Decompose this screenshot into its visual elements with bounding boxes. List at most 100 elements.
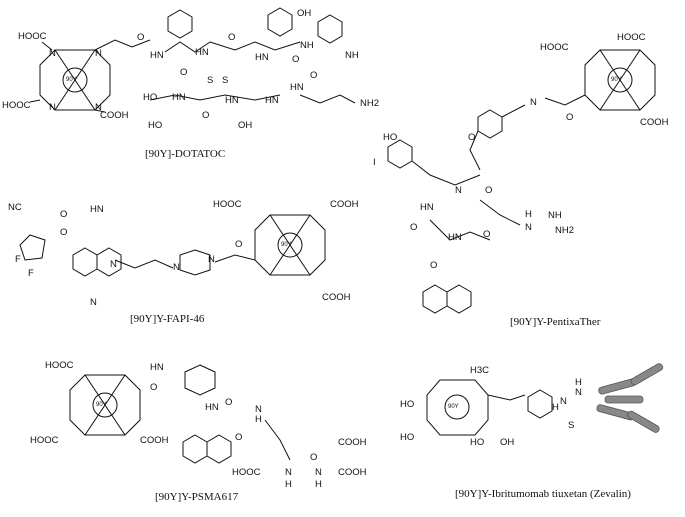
atom-o: O <box>292 54 299 65</box>
dota-cage-pentixather: 90Y <box>584 49 656 111</box>
atom-nh: NH <box>548 210 562 221</box>
benzyl-ring <box>477 109 503 139</box>
atom-i: I <box>373 157 376 168</box>
atom-n: N <box>455 185 462 196</box>
dota-cage-dotatoc: 90Y N N N N <box>39 48 111 113</box>
atom-n: N <box>208 254 215 265</box>
structure-psma617: 90Y HOOC HOOC COOH HN O HN O N H O HOOC … <box>30 360 367 503</box>
atom-o: O <box>310 70 317 81</box>
atom-o: O <box>410 222 417 233</box>
atom-o: O <box>137 32 144 43</box>
caption-fapi46: [90Y]Y-FAPI-46 <box>130 313 205 325</box>
naphthyl-ring <box>206 434 232 464</box>
structure-pentixather: 90Y HOOC HOOC COOH O N O HO I N O H N NH… <box>373 32 669 328</box>
indole-ring <box>317 14 343 44</box>
dota-cage-fapi46: 90Y <box>254 214 326 276</box>
antibody-icon <box>596 363 664 433</box>
atom-nh2: NH2 <box>555 225 574 236</box>
caption-dotatoc: [90Y]-DOTATOC <box>145 148 225 160</box>
atom-hooc: HOOC <box>232 467 261 478</box>
atom-n: N <box>315 467 322 478</box>
yttrium-label: 90Y <box>448 404 459 410</box>
yttrium-circle <box>277 232 303 258</box>
quinoline-ring <box>96 247 122 277</box>
atom-ho: HO <box>383 132 397 143</box>
atom-hooc: HOOC <box>2 100 31 111</box>
atom-cooh: COOH <box>338 437 367 448</box>
atom-ho: HO <box>148 120 162 131</box>
yttrium-circle <box>444 394 470 420</box>
atom-o: O <box>202 110 209 121</box>
quinoline-ring <box>72 247 98 277</box>
yttrium-label: 90Y <box>611 77 622 83</box>
phenyl-ring <box>167 9 193 39</box>
atom-n: N <box>285 467 292 478</box>
piperazine-ring <box>179 249 211 276</box>
atom-cooh: COOH <box>100 110 129 121</box>
atom-s: S <box>207 75 213 86</box>
phenyl-ring <box>527 389 553 419</box>
atom-nc: NC <box>8 202 22 213</box>
atom-hn: HN <box>172 92 186 103</box>
atom-cooh: COOH <box>640 117 669 128</box>
atom-hooc: HOOC <box>18 31 47 42</box>
atom-n: N <box>255 404 262 415</box>
atom-hooc: HOOC <box>30 435 59 446</box>
atom-hn: HN <box>290 82 304 93</box>
atom-hn: HN <box>205 402 219 413</box>
atom-hn: HN <box>420 202 434 213</box>
atom-h: H <box>525 209 532 220</box>
atom-f: F <box>28 268 34 279</box>
atom-n: N <box>49 48 56 59</box>
atom-ho: HO <box>400 432 414 443</box>
atom-o: O <box>235 239 242 250</box>
atom-h: H <box>255 414 262 425</box>
atom-n: N <box>110 259 117 270</box>
atom-ho: HO <box>143 92 157 103</box>
atom-hn: HN <box>150 50 164 61</box>
yttrium-circle <box>62 67 88 93</box>
atom-n: N <box>90 297 97 308</box>
atom-hooc: HOOC <box>213 199 242 210</box>
naphthyl-ring <box>422 284 448 314</box>
atom-o: O <box>228 32 235 43</box>
atom-hn: HN <box>195 47 209 58</box>
naphthyl-ring <box>182 434 208 464</box>
atom-ch3: H3C <box>470 365 489 376</box>
iodophenol-ring <box>387 139 413 169</box>
atom-n: N <box>525 222 532 233</box>
yttrium-label: 90Y <box>96 402 107 408</box>
atom-o: O <box>566 112 573 123</box>
atom-hn: HN <box>225 95 239 106</box>
dota-cage-zevalin: 90Y <box>426 379 489 436</box>
atom-h: H <box>552 402 559 413</box>
atom-hooc: HOOC <box>540 42 569 53</box>
atom-cooh: COOH <box>338 467 367 478</box>
caption-psma617: [90Y]Y-PSMA617 <box>155 491 239 503</box>
atom-n: N <box>95 48 102 59</box>
atom-oh: OH <box>297 8 311 19</box>
atom-ho: HO <box>470 437 484 448</box>
atom-hooc: HOOC <box>45 360 74 371</box>
structure-zevalin: 90Y H3C HO HO HO OH H N S H N [90Y]Y-Ibr… <box>400 363 664 500</box>
atom-o: O <box>430 260 437 271</box>
cyclohexyl-ring <box>184 364 216 396</box>
atom-hn: HN <box>265 95 279 106</box>
naphthyl-ring <box>446 284 472 314</box>
atom-cooh: COOH <box>330 199 359 210</box>
atom-s: S <box>568 420 574 431</box>
structure-dotatoc: 90Y N N N N HOOC HOOC COOH O HN HN O S S… <box>2 7 379 160</box>
atom-hn: HN <box>448 232 462 243</box>
atom-o: O <box>225 397 232 408</box>
atom-n: N <box>173 262 180 273</box>
atom-o: O <box>150 382 157 393</box>
atom-n: N <box>530 97 537 108</box>
atom-h: H <box>315 479 322 490</box>
atom-hn: HN <box>90 204 104 215</box>
atom-ho: HO <box>400 399 414 410</box>
caption-pentixather: [90Y]Y-PentixaTher <box>510 316 601 328</box>
atom-o: O <box>468 132 475 143</box>
atom-cooh: COOH <box>140 435 169 446</box>
atom-o: O <box>483 229 490 240</box>
dota-cage-psma617: 90Y <box>69 374 141 436</box>
